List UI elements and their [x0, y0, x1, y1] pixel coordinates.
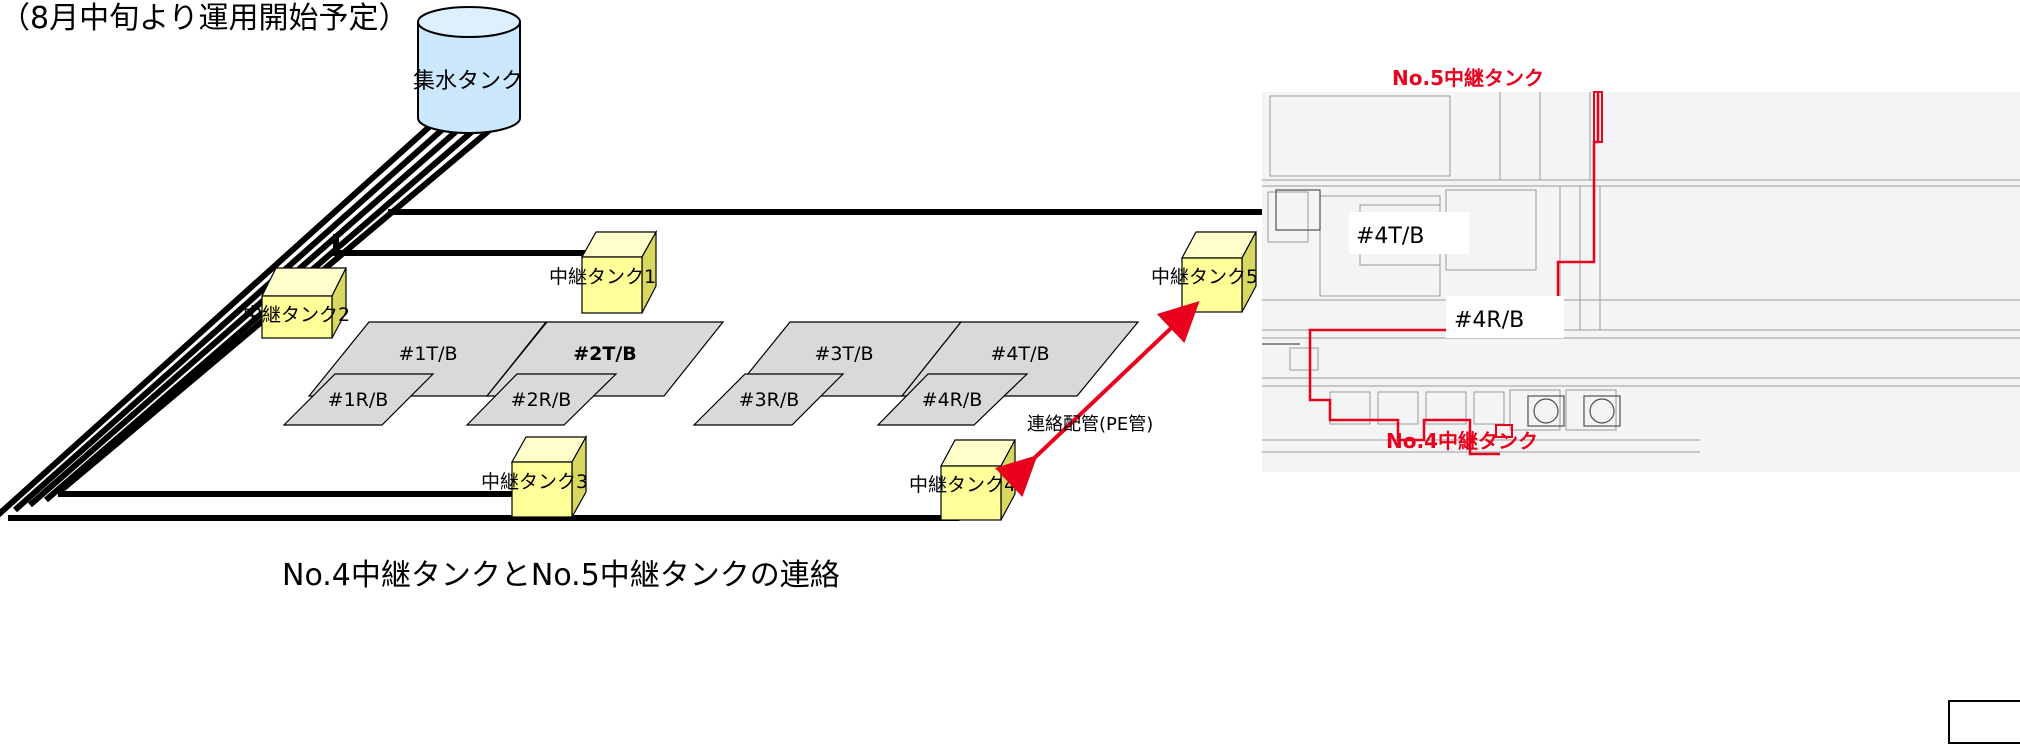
collection-tank-label: 集水タンク — [413, 69, 523, 94]
site-plan-rb-label: #4R/B — [1454, 308, 1524, 333]
relay-tank-1-label: 中継タンク1 — [549, 266, 656, 288]
schedule-note: （8月中旬より運用開始予定） — [0, 1, 409, 36]
relay-tank-4-label: 中継タンク4 — [909, 474, 1016, 496]
relay-tank-2: 中継タンク2 — [243, 267, 350, 339]
building-label-3rb: #3R/B — [739, 389, 800, 411]
relay-tank-5-label: 中継タンク5 — [1151, 266, 1258, 288]
building-label-2rb: #2R/B — [511, 389, 572, 411]
pipeline-diagram: （8月中旬より運用開始予定） 集水タンク #1T/B #2T/B — [0, 1, 2020, 593]
caption: No.4中継タンクとNo.5中継タンクの連絡 — [282, 558, 840, 593]
relay-tank-1: 中継タンク1 — [549, 229, 658, 314]
building-3rb — [692, 373, 845, 426]
building-label-1rb: #1R/B — [328, 389, 389, 411]
building-labels: #1T/B #2T/B #3T/B #4T/B #1R/B #2R/B #3R/… — [328, 343, 1050, 411]
relay-tank-3-label: 中継タンク3 — [481, 471, 588, 493]
site-plan: #4T/B #4R/B No.5中継タンク No.4中継タンク — [1262, 66, 2020, 472]
building-label-3tb: #3T/B — [814, 343, 873, 365]
relay-tank-2-label: 中継タンク2 — [243, 304, 350, 326]
site-plan-tb-label: #4T/B — [1356, 224, 1424, 249]
relay-tank-4: 中継タンク4 — [909, 439, 1016, 521]
page-number-box — [1948, 700, 2020, 744]
relay-tank-5: 中継タンク5 — [1151, 231, 1258, 313]
building-4rb — [876, 373, 1029, 426]
site-plan-tank5-label: No.5中継タンク — [1392, 66, 1544, 90]
building-label-4tb: #4T/B — [990, 343, 1049, 365]
building-1rb — [282, 373, 435, 426]
building-layout — [282, 321, 1140, 426]
connection-label: 連絡配管(PE管) — [1027, 414, 1153, 435]
site-plan-tank4-label: No.4中継タンク — [1386, 429, 1538, 453]
building-label-2tb: #2T/B — [573, 343, 637, 365]
route-line — [1308, 92, 1600, 456]
building-label-1tb: #1T/B — [398, 343, 457, 365]
building-2rb — [465, 373, 618, 426]
collection-tank: 集水タンク — [413, 6, 523, 134]
relay-tank-3: 中継タンク3 — [481, 434, 588, 520]
pipe-network — [0, 107, 1425, 521]
building-label-4rb: #4R/B — [922, 389, 983, 411]
